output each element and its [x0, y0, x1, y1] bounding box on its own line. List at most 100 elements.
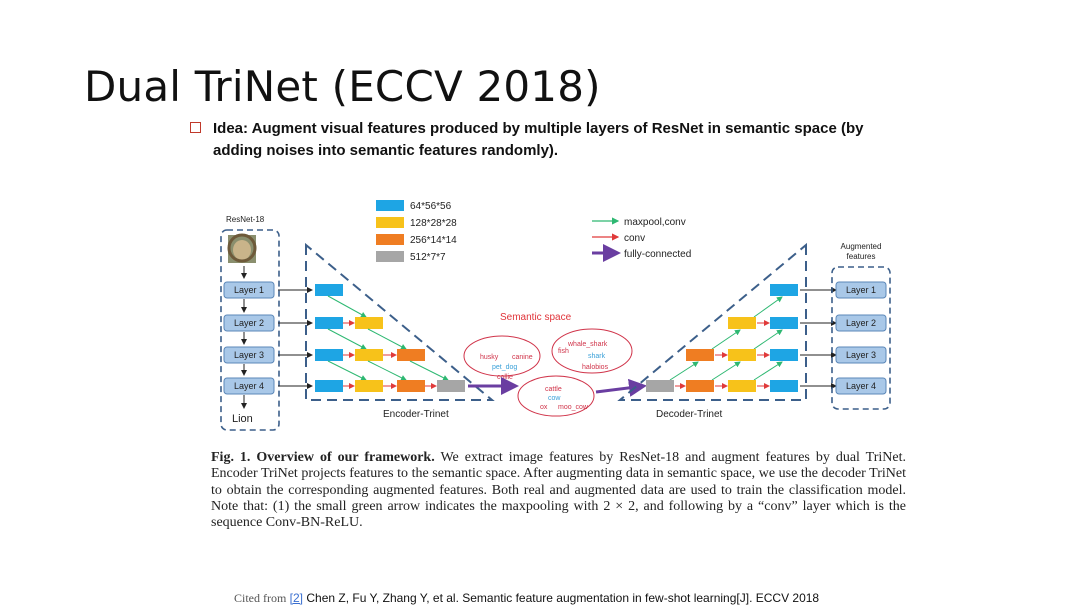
semantic-word: cow	[548, 395, 561, 402]
resnet-frame	[220, 229, 280, 431]
right-layer-box	[835, 346, 887, 364]
semantic-word: pet_dog	[492, 364, 517, 371]
decoder-feature-block	[728, 380, 756, 392]
semantic-word: fish	[558, 348, 569, 355]
left-layer-label: Layer 4	[234, 381, 264, 391]
size-legend-swatch	[376, 217, 404, 228]
semantic-word: shark	[588, 353, 606, 360]
decoder-maxpool-arrow	[753, 296, 783, 318]
arrow-legend-label: conv	[624, 233, 645, 244]
augmented-header-line1: Augmented	[841, 242, 882, 251]
right-layer-box	[835, 281, 887, 299]
left-layer-box	[223, 281, 275, 299]
encoder-feature-block	[315, 284, 343, 296]
idea-text: Idea: Augment visual features produced b…	[213, 120, 864, 159]
slide-title: Dual TriNet (ECCV 2018)	[84, 62, 601, 111]
size-legend-swatch	[376, 251, 404, 262]
lion-face	[233, 240, 251, 260]
encoder-feature-block	[355, 317, 383, 329]
decoder-maxpool-arrow	[753, 329, 783, 350]
citation: Cited from [2] Chen Z, Fu Y, Zhang Y, et…	[234, 591, 819, 606]
size-legend-label: 512*7*7	[410, 252, 446, 263]
size-legend-swatch	[376, 200, 404, 211]
semantic-cluster	[517, 375, 595, 417]
encoder-feature-block	[397, 380, 425, 392]
left-layer-box	[223, 346, 275, 364]
citation-prefix: Cited from	[234, 591, 287, 605]
semantic-word: moo_cow	[558, 404, 589, 411]
citation-ref-link[interactable]: [2]	[289, 591, 304, 605]
encoder-maxpool-arrow	[367, 328, 407, 350]
encoder-maxpool-arrow	[327, 328, 367, 350]
encoder-frame	[305, 242, 495, 401]
right-layer-box	[835, 377, 887, 395]
decoder-feature-block	[728, 349, 756, 361]
right-layer-label: Layer 4	[846, 381, 876, 391]
decoder-feature-block	[686, 349, 714, 361]
encoder-maxpool-arrow	[367, 360, 407, 381]
size-legend-label: 128*28*28	[410, 218, 457, 229]
semantic-word: halobios	[582, 364, 609, 371]
right-layer-label: Layer 3	[846, 350, 876, 360]
decoder-maxpool-arrow	[711, 329, 741, 350]
left-layer-box	[223, 377, 275, 395]
encoder-label: Encoder-Trinet	[383, 409, 449, 420]
decoder-feature-block	[770, 349, 798, 361]
decoder-maxpool-arrow	[753, 361, 783, 381]
right-layer-label: Layer 1	[846, 285, 876, 295]
semantic-cluster	[551, 328, 633, 374]
left-layer-label: Layer 1	[234, 285, 264, 295]
encoder-feature-block	[397, 349, 425, 361]
encoder-feature-block	[355, 349, 383, 361]
decoder-feature-block	[686, 380, 714, 392]
decoder-maxpool-arrow	[669, 361, 699, 381]
decoder-feature-block	[646, 380, 674, 392]
decoder-feature-block	[728, 317, 756, 329]
resnet-header: ResNet-18	[226, 215, 265, 224]
idea-bullet: Idea: Augment visual features produced b…	[190, 118, 890, 162]
semantic-space-title: Semantic space	[500, 312, 572, 323]
semantic-word: canine	[512, 354, 533, 361]
encoder-maxpool-arrow	[327, 295, 367, 318]
encoder-feature-block	[315, 380, 343, 392]
left-layer-label: Layer 2	[234, 318, 264, 328]
decoder-frame	[617, 242, 807, 401]
caption-lead: Fig. 1. Overview of our framework.	[211, 450, 435, 465]
size-legend-swatch	[376, 234, 404, 245]
semantic-word: ox	[540, 404, 548, 411]
arrow-legend-label: maxpool,conv	[624, 217, 686, 228]
citation-text: Chen Z, Fu Y, Zhang Y, et al. Semantic f…	[306, 591, 820, 605]
decoder-feature-block	[770, 284, 798, 296]
semantic-word: collie	[497, 374, 513, 381]
encoder-maxpool-arrow	[327, 360, 367, 381]
encoder-maxpool-arrow	[409, 360, 449, 381]
decoder-label: Decoder-Trinet	[656, 409, 723, 420]
bullet-square-icon	[190, 122, 201, 133]
left-layer-box	[223, 314, 275, 332]
left-layer-label: Layer 3	[234, 350, 264, 360]
semantic-cluster	[463, 335, 541, 377]
right-layer-box	[835, 314, 887, 332]
decoder-feature-block	[770, 317, 798, 329]
fc-arrow-out	[595, 378, 647, 397]
decoder-feature-block	[770, 380, 798, 392]
figure-caption: Fig. 1. Overview of our framework. We ex…	[211, 450, 906, 531]
size-legend-label: 64*56*56	[410, 201, 452, 212]
size-legend-label: 256*14*14	[410, 235, 457, 246]
semantic-word: husky	[480, 354, 499, 361]
caption-body: We extract image features by ResNet-18 a…	[211, 450, 906, 531]
decoder-maxpool-arrow	[711, 361, 741, 381]
semantic-word: cattle	[545, 386, 562, 393]
augmented-frame	[831, 266, 891, 410]
lion-mane	[227, 233, 257, 263]
encoder-feature-block	[315, 349, 343, 361]
arrow-legend-label: fully-connected	[624, 249, 691, 260]
encoder-feature-block	[437, 380, 465, 392]
right-layer-label: Layer 2	[846, 318, 876, 328]
input-label: Lion	[232, 413, 253, 425]
semantic-word: whale_shark	[567, 341, 608, 348]
augmented-header-line2: features	[847, 252, 876, 261]
encoder-feature-block	[315, 317, 343, 329]
encoder-feature-block	[355, 380, 383, 392]
